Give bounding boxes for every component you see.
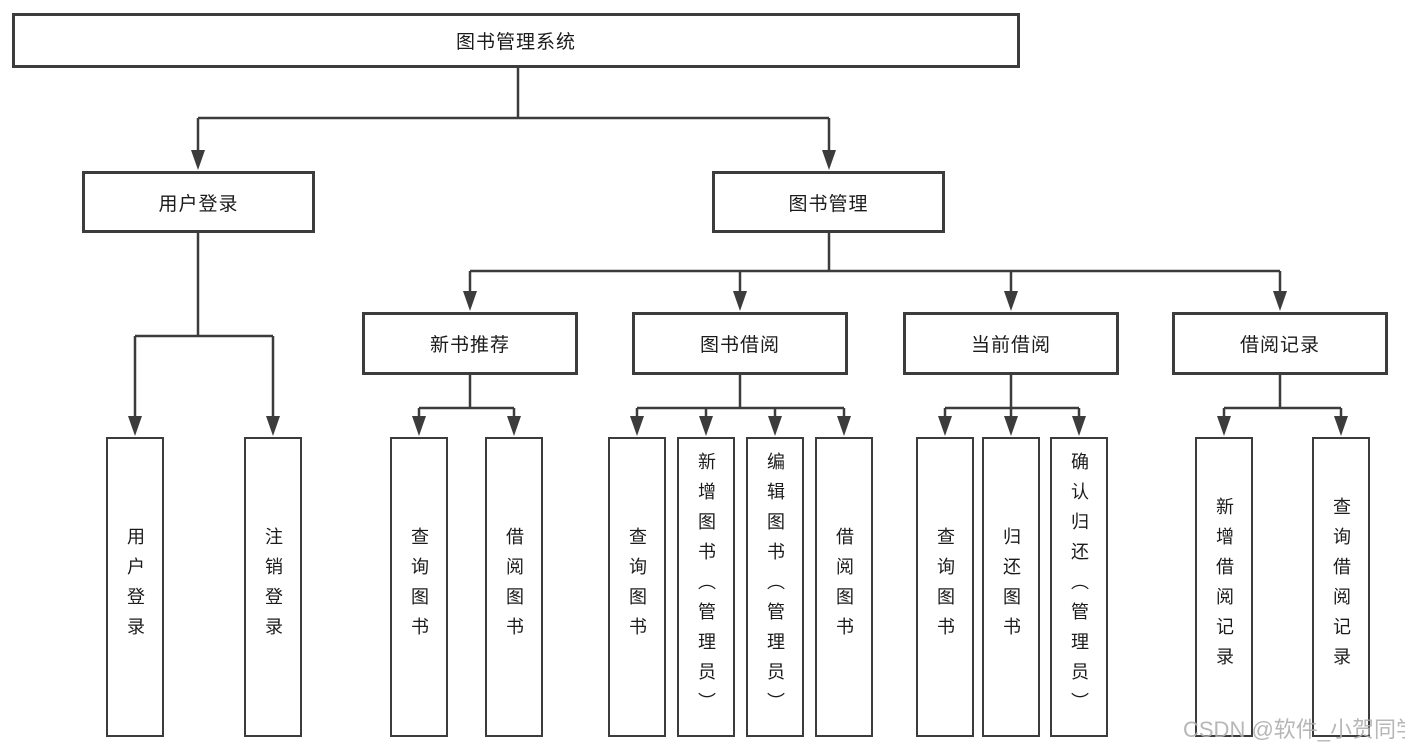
- leaf-newrec-query-book: 查询图书: [390, 437, 448, 737]
- leaf-current-return-book-label: 归还图书: [1001, 527, 1021, 647]
- leaf-current-return-book: 归还图书: [982, 437, 1040, 737]
- leaf-borrowing-edit-book-admin-label: 编辑图书（管理员）: [765, 452, 785, 722]
- leaf-newrec-query-book-label: 查询图书: [409, 527, 429, 647]
- leaf-borrowing-edit-book-admin: 编辑图书（管理员）: [746, 437, 804, 737]
- leaf-borrowing-add-book-admin: 新增图书（管理员）: [677, 437, 735, 737]
- arrowhead-group: [128, 150, 1348, 436]
- leaf-newrec-borrow-book-label: 借阅图书: [504, 527, 524, 647]
- leaf-borrowing-query-book-label: 查询图书: [627, 527, 647, 647]
- node-root-label: 图书管理系统: [455, 32, 576, 53]
- node-borrowing-records-label: 借阅记录: [1239, 335, 1320, 356]
- node-book-borrowing-label: 图书借阅: [699, 335, 780, 356]
- leaf-records-add-borrow-record-label: 新增借阅记录: [1214, 497, 1234, 677]
- node-current-borrowing-label: 当前借阅: [970, 335, 1051, 356]
- leaf-current-query-book-label: 查询图书: [935, 527, 955, 647]
- node-book-borrowing: 图书借阅: [632, 312, 848, 375]
- connector-stems: [133, 68, 1343, 420]
- leaf-records-query-borrow-record-label: 查询借阅记录: [1331, 497, 1351, 677]
- leaf-borrowing-query-book: 查询图书: [608, 437, 666, 737]
- leaf-records-add-borrow-record: 新增借阅记录: [1195, 437, 1253, 737]
- node-new-book-recommend: 新书推荐: [362, 312, 578, 375]
- node-user-login-label: 用户登录: [158, 193, 239, 215]
- leaf-borrowing-add-book-admin-label: 新增图书（管理员）: [696, 452, 716, 722]
- node-user-login: 用户登录: [82, 171, 315, 233]
- leaf-user-login: 用户登录: [106, 437, 164, 737]
- node-borrowing-records: 借阅记录: [1172, 312, 1388, 375]
- leaf-user-login-label: 用户登录: [125, 527, 145, 647]
- leaf-current-query-book: 查询图书: [916, 437, 974, 737]
- leaf-logout-login: 注销登录: [244, 437, 302, 737]
- node-book-management: 图书管理: [712, 171, 945, 233]
- node-root: 图书管理系统: [12, 13, 1020, 68]
- leaf-current-confirm-return-admin-label: 确认归还（管理员）: [1069, 452, 1089, 722]
- leaf-newrec-borrow-book: 借阅图书: [485, 437, 543, 737]
- leaf-records-query-borrow-record: 查询借阅记录: [1312, 437, 1370, 737]
- leaf-logout-login-label: 注销登录: [263, 527, 283, 647]
- node-new-book-recommend-label: 新书推荐: [429, 335, 510, 356]
- csdn-watermark: CSDN @软件_小贺同学: [1183, 717, 1405, 742]
- node-book-management-label: 图书管理: [788, 193, 869, 215]
- node-current-borrowing: 当前借阅: [903, 312, 1119, 375]
- leaf-borrowing-borrow-book: 借阅图书: [815, 437, 873, 737]
- leaf-borrowing-borrow-book-label: 借阅图书: [834, 527, 854, 647]
- leaf-current-confirm-return-admin: 确认归还（管理员）: [1050, 437, 1108, 737]
